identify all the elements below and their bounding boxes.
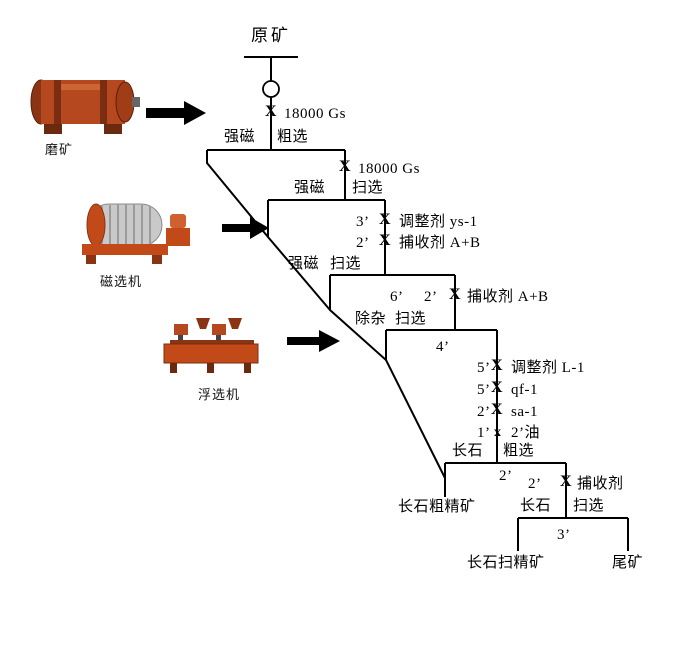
reagent-ab2-name: 捕收剂 A+B [467,289,549,305]
reagent-ab1-name: 捕收剂 A+B [399,235,481,251]
reagent-col-time: 2’ [528,476,542,492]
reagent-qf1-name: qf-1 [511,382,538,398]
field-x-mark-1: X [265,103,277,120]
feed-node-circle [262,80,280,98]
time-feldspar-scav: 3’ [557,527,571,543]
magnetic-separator-illustration [82,203,190,264]
reagent-sa1-name: sa-1 [511,404,538,420]
reagent-ab1-x-mark: X [379,232,391,249]
time-feldspar-rougher: 2’ [499,468,513,484]
stage-feldspar-scav-label-a: 长石 [520,498,552,514]
stage-mag-rougher-label-b: 粗选 [277,129,309,145]
reagent-sa1-time: 2’ [477,404,491,420]
flow-arrows [146,101,340,352]
arrow-flotation-icon [287,330,340,352]
stage-mag-scav2-label-b: 扫选 [330,256,362,272]
reagent-ys1-name: 调整剂 ys-1 [399,214,478,230]
reagent-ys1-x-mark: X [379,211,391,228]
arrow-ball-mill-icon [146,101,206,125]
stage-impurity-scav-label-a: 除杂 [355,311,387,327]
flow-lines [206,56,629,551]
reagent-col-name: 捕收剂 [577,476,624,492]
reagent-oil-x-mark: x [494,425,502,440]
flotation-machine-illustration [163,318,259,373]
arrow-magnetic-separator-icon [222,217,269,239]
reagent-ys1-time: 3’ [356,214,370,230]
stage-mag-scav1-label-a: 强磁 [294,180,326,196]
reagent-ab2-time2: 2’ [424,289,438,305]
reagent-ab2-x-mark: X [449,286,461,303]
stage-mag-scav1-label-b: 扫选 [352,180,384,196]
field-strength-1: 18000 Gs [284,106,346,122]
reagent-l1-name: 调整剂 L-1 [511,360,585,376]
stage-feldspar-rougher-label-a: 长石 [452,443,484,459]
reagent-ab1-time: 2’ [356,235,370,251]
stage-feldspar-rougher-label-b: 粗选 [503,443,535,459]
reagent-col-x-mark: X [560,473,572,490]
flotation-machine-caption: 浮选机 [198,387,241,402]
stage-mag-rougher-label-a: 强磁 [224,129,256,145]
stage-impurity-scav-label-b: 扫选 [395,311,427,327]
reagent-qf1-time: 5’ [477,382,491,398]
reagent-l1-x-mark: X [491,357,503,374]
product-scav-concentrate: 长石扫精矿 [467,555,545,571]
field-x-mark-2: X [339,158,351,175]
reagent-l1-time: 5’ [477,360,491,376]
reagent-sa1-x-mark: X [491,401,503,418]
reagent-qf1-x-mark: X [491,379,503,396]
product-tailings: 尾矿 [612,555,644,571]
reagent-ab2-time1: 6’ [390,289,404,305]
ball-mill-caption: 磨矿 [45,142,74,157]
field-strength-2: 18000 Gs [358,161,420,177]
stage-mag-scav2-label-a: 强磁 [288,256,320,272]
ball-mill-illustration [30,79,140,134]
reagent-oil-name: 2’油 [511,425,540,441]
stage-feldspar-scav-label-b: 扫选 [573,498,605,514]
product-coarse-concentrate: 长石粗精矿 [398,499,476,515]
time-impurity-scav: 4’ [436,339,450,355]
reagent-oil-time: 1’ [477,425,491,441]
magnetic-separator-caption: 磁选机 [100,274,143,289]
raw-ore-label: 原矿 [251,26,291,45]
